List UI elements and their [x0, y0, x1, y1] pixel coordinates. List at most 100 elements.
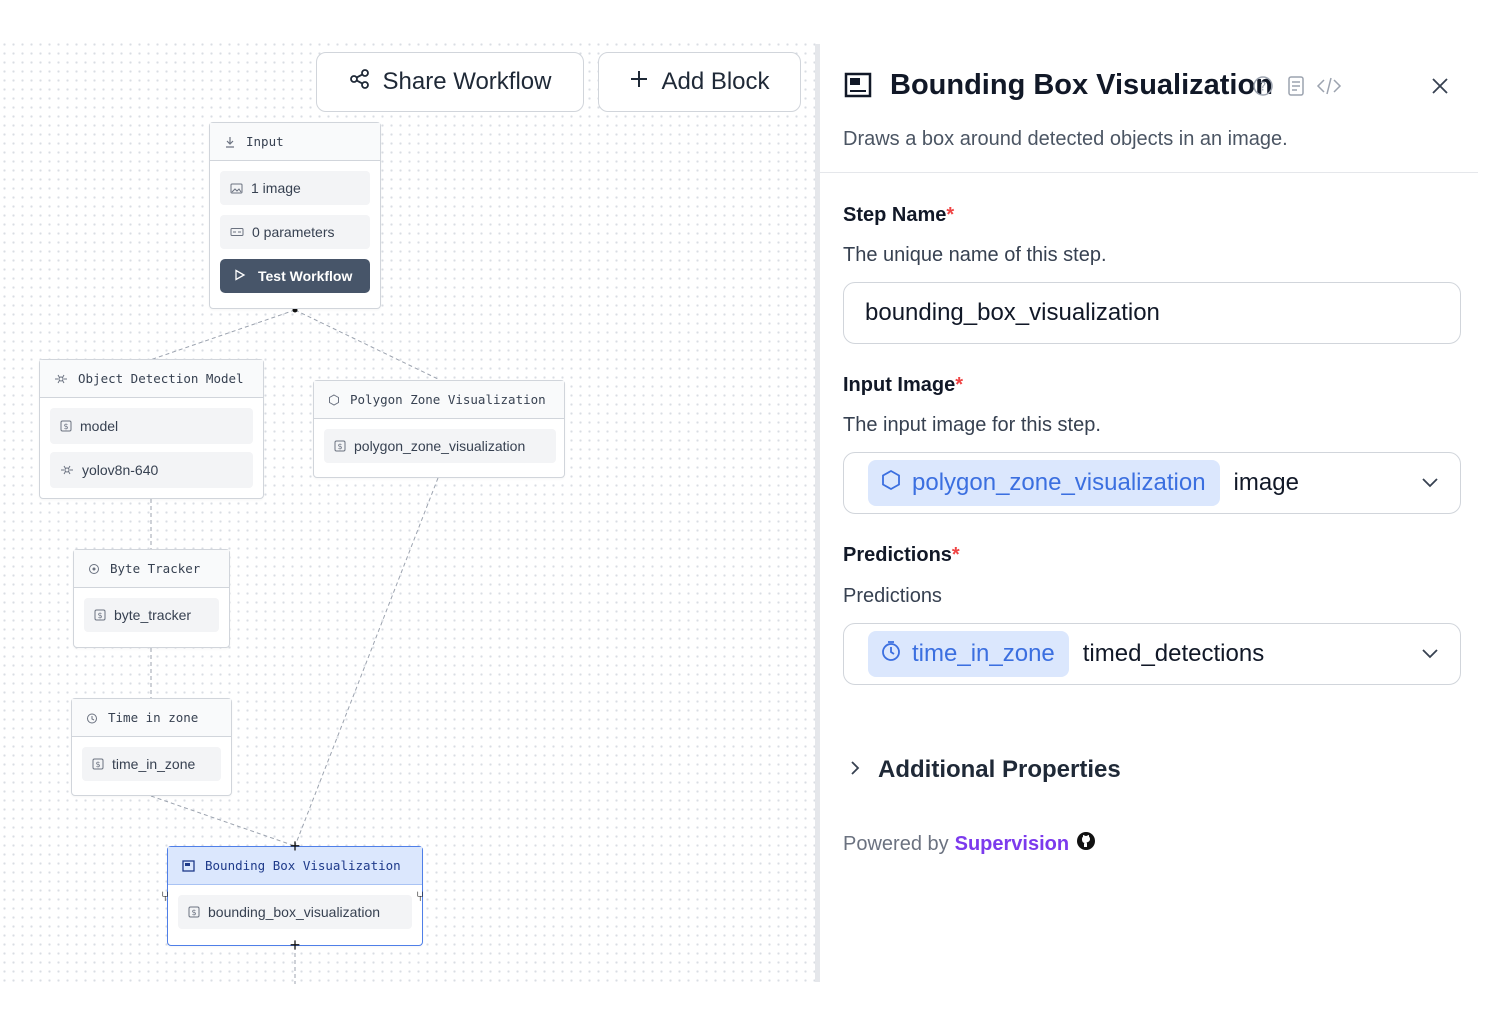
block-config-panel: Bounding Box Visualization ? Draws a box… — [820, 44, 1478, 984]
polygon-zone-chip[interactable]: $ polygon_zone_visualization — [324, 429, 556, 463]
hexagon-icon — [880, 469, 902, 498]
predictions-description: Predictions — [843, 585, 942, 607]
test-workflow-button[interactable]: Test Workflow — [220, 259, 370, 293]
variable-icon: $ — [92, 758, 104, 770]
share-icon — [349, 68, 371, 97]
svg-text:$: $ — [337, 442, 342, 451]
svg-text:$: $ — [97, 611, 102, 620]
panel-resize-handle[interactable] — [815, 44, 820, 982]
branch-left-icon[interactable]: ⑂ — [161, 888, 170, 904]
timer-icon — [880, 640, 902, 669]
additional-properties-label: Additional Properties — [878, 756, 1121, 783]
svg-text:$: $ — [63, 422, 68, 431]
input-image-description: The input image for this step. — [843, 414, 1101, 436]
parameters-icon — [230, 227, 244, 237]
branch-right-icon[interactable]: ⑂ — [416, 888, 425, 904]
node-title: Input — [246, 134, 284, 149]
hexagon-icon — [328, 393, 340, 406]
additional-properties-toggle[interactable]: Additional Properties — [848, 756, 1121, 784]
download-icon — [224, 136, 236, 148]
node-time-in-zone[interactable]: Time in zone $ time_in_zone — [71, 698, 232, 796]
docs-icon[interactable] — [1286, 75, 1306, 102]
model-icon — [54, 373, 68, 385]
node-bounding-box[interactable]: Bounding Box Visualization $ bounding_bo… — [167, 846, 423, 946]
chip-label: bounding_box_visualization — [208, 904, 381, 920]
variable-icon: $ — [60, 420, 72, 432]
code-icon[interactable] — [1316, 75, 1342, 102]
github-icon[interactable] — [1075, 830, 1097, 858]
add-after-handle[interactable]: + — [289, 935, 301, 955]
input-image-label: Input Image* — [843, 374, 963, 397]
add-before-handle[interactable]: + — [289, 836, 301, 856]
bounding-box-chip[interactable]: $ bounding_box_visualization — [178, 895, 412, 929]
chevron-down-icon — [1420, 643, 1440, 668]
predictions-ref-pill: time_in_zone — [868, 631, 1069, 677]
add-block-label: Add Block — [661, 68, 770, 95]
input-parameters-chip[interactable]: 0 parameters — [220, 215, 370, 249]
powered-by: Powered by Supervision — [843, 830, 1097, 858]
node-title: Object Detection Model — [78, 371, 244, 386]
input-images-chip[interactable]: 1 image — [220, 171, 370, 205]
time-in-zone-chip[interactable]: $ time_in_zone — [82, 747, 221, 781]
predictions-ref-step: time_in_zone — [912, 640, 1055, 667]
edge-polygon-bbox — [294, 477, 439, 847]
connection-lines — [149, 307, 439, 984]
required-mark: * — [951, 544, 960, 566]
node-byte-tracker[interactable]: Byte Tracker $ byte_tracker — [73, 549, 230, 648]
panel-subtitle: Draws a box around detected objects in a… — [843, 128, 1288, 150]
predictions-label-text: Predictions — [843, 544, 952, 566]
play-icon — [234, 268, 246, 284]
node-title: Bounding Box Visualization — [205, 858, 401, 873]
node-polygon-zone[interactable]: Polygon Zone Visualization $ polygon_zon… — [313, 380, 565, 478]
workflow-canvas[interactable]: Input 1 image 0 parameters Test Workflow — [0, 40, 816, 984]
required-mark: * — [946, 204, 955, 226]
chip-label: model — [80, 418, 119, 434]
svg-text:?: ? — [1260, 80, 1266, 94]
input-image-ref-output: image — [1233, 469, 1299, 496]
header-divider — [820, 172, 1478, 173]
svg-text:$: $ — [95, 760, 100, 769]
predictions-ref-output: timed_detections — [1082, 640, 1265, 667]
model-icon — [60, 464, 74, 476]
chip-label: 1 image — [251, 180, 301, 196]
chip-label: 0 parameters — [252, 224, 335, 240]
bounding-box-icon — [844, 72, 872, 103]
node-title: Byte Tracker — [110, 561, 201, 576]
node-object-detection[interactable]: Object Detection Model $ model yolov8n-6… — [39, 359, 264, 499]
test-workflow-label: Test Workflow — [258, 268, 353, 284]
svg-text:$: $ — [191, 908, 196, 917]
node-input[interactable]: Input 1 image 0 parameters Test Workflow — [209, 122, 381, 309]
chevron-down-icon — [1420, 472, 1440, 497]
plus-icon — [629, 68, 649, 96]
step-name-label: Step Name* — [843, 204, 954, 227]
predictions-select[interactable]: time_in_zone timed_detections — [843, 623, 1461, 685]
chip-label: yolov8n-640 — [82, 462, 159, 478]
step-name-input[interactable]: bounding_box_visualization — [843, 282, 1461, 344]
add-block-button[interactable]: Add Block — [598, 52, 801, 112]
chip-label: byte_tracker — [114, 607, 192, 623]
byte-tracker-chip[interactable]: $ byte_tracker — [84, 598, 219, 632]
help-icon[interactable]: ? — [1252, 75, 1274, 102]
variable-icon: $ — [334, 440, 346, 452]
share-workflow-label: Share Workflow — [382, 68, 552, 95]
image-icon — [230, 183, 243, 194]
model-chip[interactable]: $ model — [50, 408, 253, 444]
step-name-description: The unique name of this step. — [843, 244, 1107, 266]
model-id-chip[interactable]: yolov8n-640 — [50, 452, 253, 488]
share-workflow-button[interactable]: Share Workflow — [316, 52, 584, 112]
timer-icon — [86, 712, 98, 724]
chevron-right-icon — [848, 759, 862, 782]
chip-label: polygon_zone_visualization — [354, 438, 526, 454]
input-image-select[interactable]: polygon_zone_visualization image — [843, 452, 1461, 514]
supervision-link[interactable]: Supervision — [954, 832, 1070, 855]
variable-icon: $ — [188, 906, 200, 918]
node-bounding-box-header: Bounding Box Visualization — [168, 847, 422, 885]
step-name-label-text: Step Name — [843, 204, 947, 226]
edge-input-polygon — [294, 309, 439, 380]
input-image-label-text: Input Image — [843, 374, 956, 396]
step-name-value: bounding_box_visualization — [865, 299, 1160, 326]
bounding-box-icon — [182, 859, 195, 872]
chip-label: time_in_zone — [112, 756, 196, 772]
close-icon[interactable] — [1430, 76, 1450, 101]
tracker-icon — [88, 563, 100, 575]
